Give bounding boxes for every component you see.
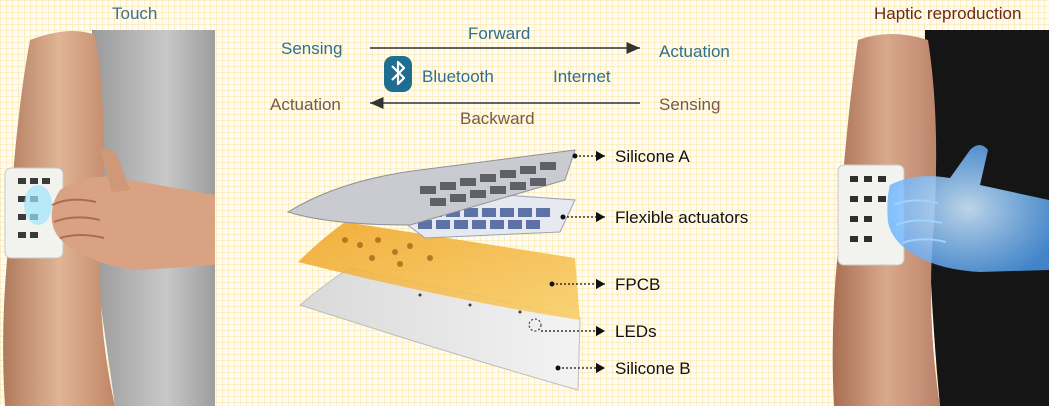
right-skin-patch [837,164,905,266]
internet-label: Internet [553,67,611,86]
silicone-a-cells [420,162,556,206]
haptic-illustration [832,30,1049,406]
callout-lines [541,150,605,374]
touch-illustration [3,30,215,406]
touch-panel: Touch [0,0,215,406]
haptic-reproduction-title: Haptic reproduction [874,4,1022,23]
flow-bottom-left-label: Actuation [270,95,341,114]
flow-bottom-right-label: Sensing [659,95,721,114]
fpcb-layer [298,222,580,320]
touch-title: Touch [112,4,158,23]
layer-label-flexible-actuators: Flexible actuators [615,208,749,227]
bluetooth-label: Bluetooth [422,67,494,86]
flow-top-right-label: Actuation [659,42,730,61]
layer-label-silicone-a: Silicone A [615,147,690,166]
fpcb-traces [342,237,433,267]
touching-hand [51,176,215,270]
flow-forward-label: Forward [468,24,531,43]
haptic-reproduction-panel: Haptic reproduction [830,0,1049,406]
silicone-b-layer [298,267,581,391]
flow-backward-label: Backward [460,109,535,128]
layer-label-silicone-b: Silicone B [615,359,691,378]
led-callout-circle [528,318,542,332]
layer-label-leds: LEDs [615,322,657,341]
flow-top-left-label: Sensing [281,39,343,58]
bluetooth-icon [384,56,412,92]
led-markers [418,293,522,314]
layer-label-fpcb: FPCB [615,275,661,294]
